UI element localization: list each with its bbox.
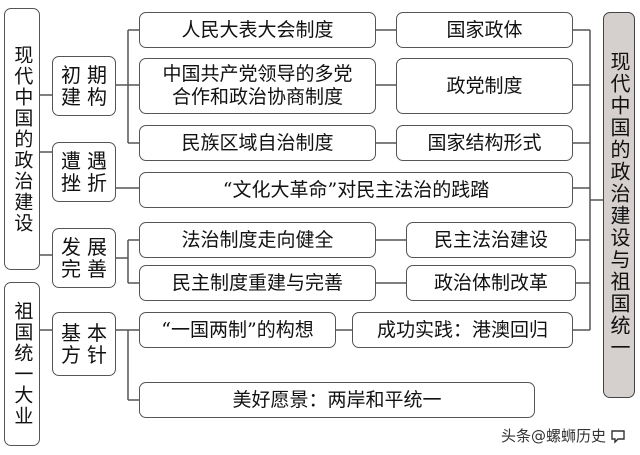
category-state-structure: 国家结构形式 bbox=[396, 125, 573, 161]
stage-setback-char: 折 bbox=[87, 171, 107, 195]
category-state-polity: 国家政体 bbox=[396, 12, 573, 48]
stage-basic-policy: 基 本 方 针 bbox=[52, 312, 116, 376]
stage-development-char: 发 bbox=[61, 235, 81, 259]
stage-initial: 初 期 建 构 bbox=[52, 56, 116, 116]
item-cultural-revolution: “文化大革命”对民主法治的践踏 bbox=[139, 172, 573, 208]
stage-initial-char: 建 bbox=[61, 85, 81, 109]
stage-basic-policy-char: 本 bbox=[87, 321, 107, 345]
stage-basic-policy-char: 基 bbox=[61, 321, 81, 345]
item-multiparty-line1: 中国共产党领导的多党 bbox=[162, 63, 353, 86]
right-title: 现代中国的政治建设与祖国统一 bbox=[603, 12, 635, 398]
item-npc-system: 人民大表大会制度 bbox=[139, 12, 376, 48]
stage-initial-char: 构 bbox=[87, 85, 107, 109]
stage-setback-char: 挫 bbox=[61, 171, 81, 195]
left-title-unification: 祖国统一大业 bbox=[4, 282, 40, 446]
stage-development-char: 完 bbox=[61, 257, 81, 281]
item-multiparty-system: 中国共产党领导的多党 合作和政治协商制度 bbox=[139, 58, 376, 114]
category-hk-macao: 成功实践：港澳回归 bbox=[352, 312, 573, 348]
stage-initial-char: 期 bbox=[87, 63, 107, 87]
stage-basic-policy-char: 针 bbox=[87, 343, 107, 367]
category-democracy-law: 民主法治建设 bbox=[406, 222, 576, 258]
stage-development: 发 展 完 善 bbox=[52, 228, 116, 288]
item-one-country-two-systems: “一国两制”的构想 bbox=[139, 312, 336, 348]
item-democracy-rebuild: 民主制度重建与完善 bbox=[139, 265, 376, 301]
item-reunification-vision: 美好愿景：两岸和平统一 bbox=[139, 382, 535, 418]
watermark: 头条@螺蛳历史 bbox=[501, 425, 626, 446]
left-title-political: 现代中国的政治建设 bbox=[4, 8, 40, 270]
stage-initial-char: 初 bbox=[61, 63, 81, 87]
category-political-reform: 政治体制改革 bbox=[406, 265, 576, 301]
item-rule-of-law: 法治制度走向健全 bbox=[139, 222, 376, 258]
chat-bubble-icon bbox=[611, 429, 625, 444]
item-multiparty-line2: 合作和政治协商制度 bbox=[171, 86, 343, 108]
category-party-system: 政党制度 bbox=[396, 58, 573, 114]
stage-setback-char: 遭 bbox=[61, 149, 81, 173]
stage-basic-policy-char: 方 bbox=[61, 343, 81, 367]
stage-development-char: 展 bbox=[87, 235, 107, 259]
stage-setback: 遭 遇 挫 折 bbox=[52, 142, 116, 202]
stage-setback-char: 遇 bbox=[87, 149, 107, 173]
stage-development-char: 善 bbox=[87, 257, 107, 281]
item-regional-autonomy: 民族区域自治制度 bbox=[139, 125, 376, 161]
watermark-text: 头条@螺蛳历史 bbox=[500, 427, 606, 445]
